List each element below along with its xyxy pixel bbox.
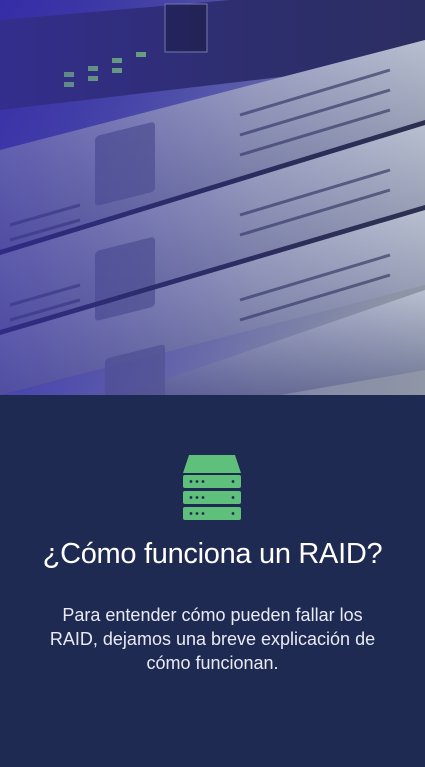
server-rack-image bbox=[0, 0, 425, 395]
card-description: Para entender cómo pueden fallar los RAI… bbox=[49, 605, 376, 673]
info-panel: ¿Cómo funciona un RAID? Para entender có… bbox=[0, 395, 425, 767]
card-title: ¿Cómo funciona un RAID? bbox=[42, 538, 383, 570]
server-stack-icon bbox=[183, 455, 241, 520]
